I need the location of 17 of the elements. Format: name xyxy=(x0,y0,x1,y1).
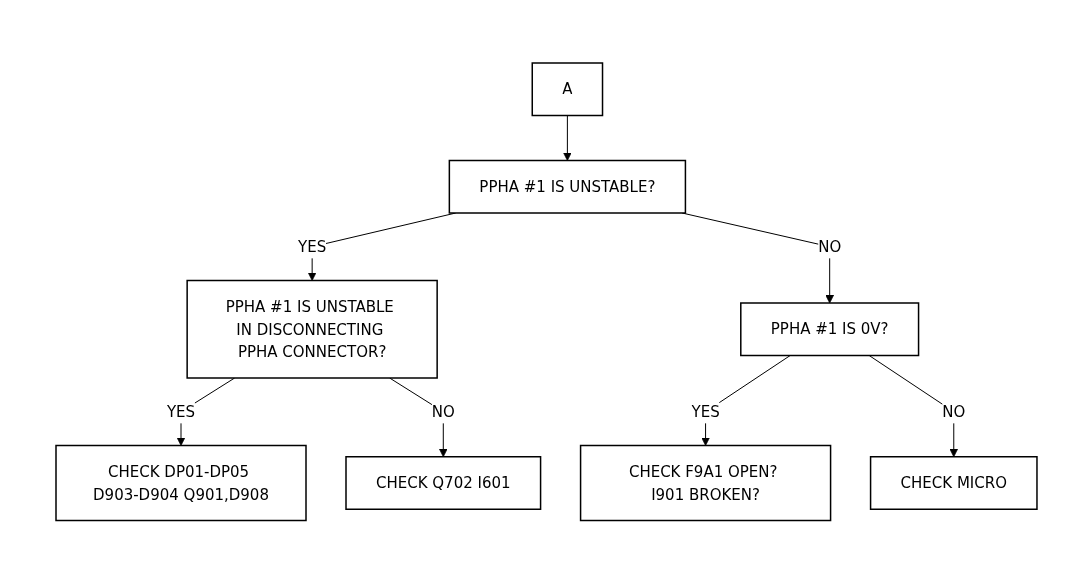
node-box: CHECK F9A1 OPEN? I901 BROKEN? xyxy=(579,444,831,521)
edge-label: NO xyxy=(817,237,841,256)
node-box: A xyxy=(531,62,603,116)
node-box: PPHA #1 IS UNSTABLE IN DISCONNECTING PPHA CONNECTOR? xyxy=(185,279,438,379)
node-box: PPHA #1 IS 0V? xyxy=(739,302,919,356)
edge-label: NO xyxy=(431,402,455,421)
node-box: CHECK MICRO xyxy=(869,455,1038,510)
arrow xyxy=(388,377,448,457)
edge-label: YES xyxy=(691,402,720,421)
node-box: CHECK Q702 I601 xyxy=(344,455,541,510)
node-box: PPHA #1 IS UNSTABLE? xyxy=(448,159,686,214)
edge-label: YES xyxy=(297,237,326,256)
arrow xyxy=(868,354,958,457)
node-box: CHECK DP01-DP05 D903-D904 Q901,D908 xyxy=(54,444,307,521)
edge-label: YES xyxy=(166,402,195,421)
arrow xyxy=(562,114,572,161)
edge-label: NO xyxy=(941,402,965,421)
